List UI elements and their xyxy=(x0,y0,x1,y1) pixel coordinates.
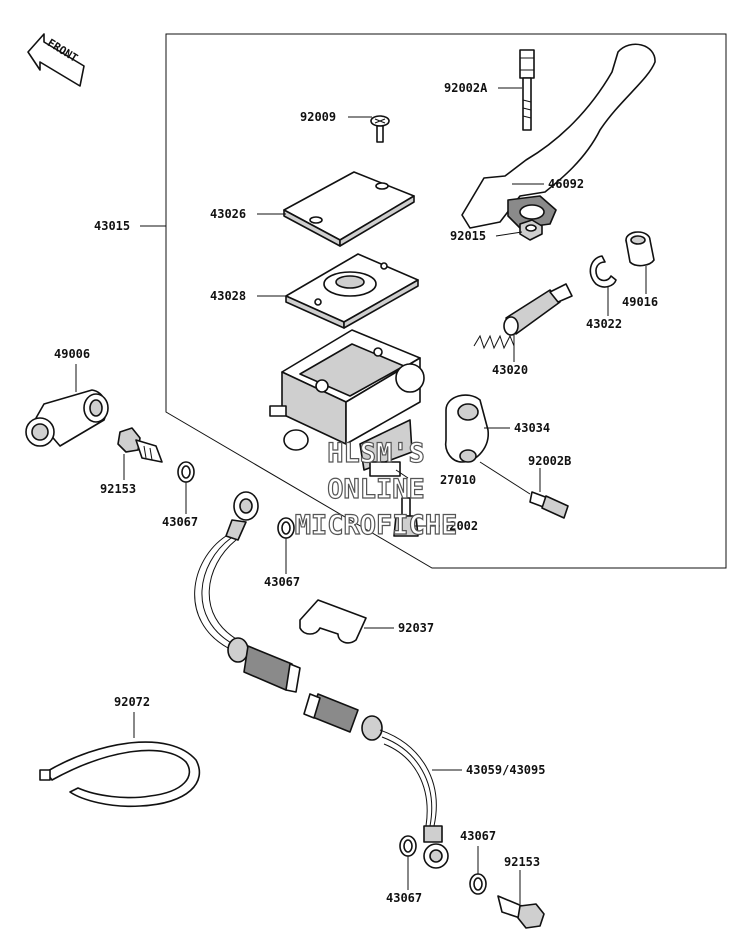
label-43022: 43022 xyxy=(586,317,622,331)
label-49006: 49006 xyxy=(54,347,90,361)
label-43026: 43026 xyxy=(210,207,246,221)
label-92153-upper: 92153 xyxy=(100,482,136,496)
label-43067-d: 43067 xyxy=(386,891,422,905)
part-43067-washer-c xyxy=(399,835,417,857)
part-43067-washer-a xyxy=(177,461,195,483)
part-92153-lower-bolt xyxy=(497,895,545,929)
watermark: HLSM'S ONLINE MICROFICHE xyxy=(294,437,458,541)
label-43059-43095: 43059/43095 xyxy=(466,763,545,777)
front-arrow-icon: FRONT xyxy=(27,33,85,87)
part-92002B-bolt xyxy=(529,491,569,519)
label-92037: 92037 xyxy=(398,621,434,635)
label-92015: 92015 xyxy=(450,229,486,243)
watermark-line-3: MICROFICHE xyxy=(295,510,458,541)
label-43067-c: 43067 xyxy=(460,829,496,843)
assembly-outline-43015 xyxy=(165,33,727,569)
part-43022-circlip xyxy=(589,255,617,288)
label-43015: 43015 xyxy=(94,219,130,233)
part-92009-screw xyxy=(370,115,390,143)
part-labels: 43015 92002A 92009 46092 43026 92015 430… xyxy=(54,81,658,905)
label-92009: 92009 xyxy=(300,110,336,124)
label-43020: 43020 xyxy=(492,363,528,377)
label-46092: 46092 xyxy=(548,177,584,191)
label-27010: 27010 xyxy=(440,473,476,487)
part-43059-brake-hose xyxy=(194,491,449,869)
part-49006-cap xyxy=(25,389,109,447)
part-43067-washer-b xyxy=(277,517,295,539)
label-92002A: 92002A xyxy=(444,81,488,95)
label-92072: 92072 xyxy=(114,695,150,709)
part-92002-bolt xyxy=(393,497,419,537)
part-92153-upper-bolt xyxy=(117,427,163,463)
label-43067-b: 43067 xyxy=(264,575,300,589)
label-92153-lower: 92153 xyxy=(504,855,540,869)
watermark-line-2: ONLINE xyxy=(327,474,425,505)
part-92002A-bolt xyxy=(519,49,535,131)
label-43028: 43028 xyxy=(210,289,246,303)
part-43028-diaphragm xyxy=(285,253,419,329)
part-43020-piston-kit xyxy=(473,283,573,350)
part-43034-clamp xyxy=(444,394,489,463)
label-43067-a: 43067 xyxy=(162,515,198,529)
label-92002: 92002 xyxy=(442,519,478,533)
part-46092-lever xyxy=(461,43,656,229)
label-43034: 43034 xyxy=(514,421,550,435)
watermark-line-1: HLSM'S xyxy=(327,438,425,469)
part-92072-cable-tie xyxy=(39,741,201,808)
label-92002B: 92002B xyxy=(528,454,571,468)
part-27010-switch xyxy=(369,461,401,477)
part-master-cylinder-body xyxy=(269,329,425,471)
label-49016: 49016 xyxy=(622,295,658,309)
leader-lines xyxy=(75,87,647,904)
part-49016-boot xyxy=(625,231,655,267)
part-43067-washer-d xyxy=(469,873,487,895)
part-43026-cap xyxy=(283,171,415,247)
part-92015-nut xyxy=(519,219,543,241)
part-92037-hose-clamp xyxy=(299,599,367,644)
